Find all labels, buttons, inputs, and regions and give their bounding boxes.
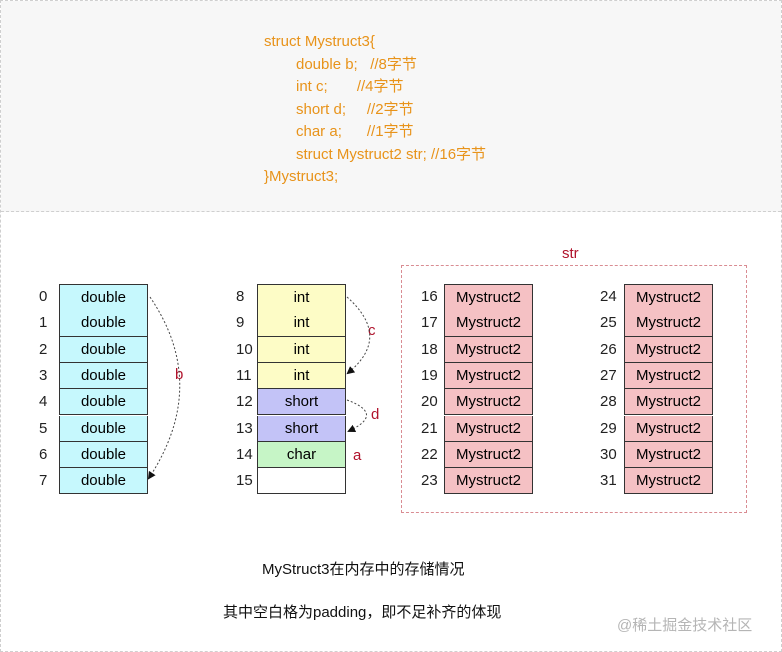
code-line: short d; //2字节 [296, 100, 414, 118]
byte-offset: 3 [39, 366, 48, 384]
memory-cell: Mystruct2 [624, 415, 713, 442]
byte-offset: 4 [39, 393, 48, 411]
memory-cell: Mystruct2 [444, 441, 533, 469]
byte-offset: 25 [600, 314, 617, 332]
byte-offset: 18 [421, 340, 438, 358]
memory-cell: Mystruct2 [444, 415, 533, 442]
code-panel: struct Mystruct3{ double b; //8字节 int c;… [1, 1, 781, 212]
code-line: struct Mystruct3{ [264, 33, 375, 50]
byte-offset: 15 [236, 472, 253, 490]
byte-offset: 24 [600, 288, 617, 305]
memory-cell: Mystruct2 [444, 389, 533, 416]
arrow-c [346, 296, 371, 375]
byte-offset: 9 [236, 314, 245, 332]
byte-offset: 31 [600, 472, 617, 490]
memory-cell: int [257, 336, 346, 363]
memory-cell: double [59, 389, 148, 416]
str-region-box [401, 265, 747, 513]
memory-cell: Mystruct2 [444, 362, 533, 390]
memory-cell: Mystruct2 [624, 310, 713, 337]
memory-cell: double [59, 441, 148, 469]
padding-cell [257, 468, 346, 495]
memory-cell: double [59, 310, 148, 337]
byte-offset: 10 [236, 340, 253, 358]
memory-cell: Mystruct2 [444, 468, 533, 495]
memory-cell: Mystruct2 [444, 310, 533, 337]
arrow-b [147, 296, 181, 480]
str-label: str [562, 245, 579, 262]
memory-cell: double [59, 362, 148, 390]
byte-offset: 30 [600, 445, 617, 463]
byte-offset: 2 [39, 340, 48, 358]
struct-code: struct Mystruct3{ double b; //8字节 int c;… [264, 31, 486, 189]
code-line: }Mystruct3; [264, 168, 339, 185]
byte-offset: 26 [600, 340, 617, 358]
byte-offset: 22 [421, 445, 438, 463]
memory-cell: int [257, 310, 346, 337]
byte-offset: 5 [39, 419, 48, 437]
byte-offset: 27 [600, 366, 617, 384]
byte-offset: 20 [421, 393, 438, 411]
byte-offset: 13 [236, 419, 253, 437]
memory-cell: Mystruct2 [624, 362, 713, 390]
byte-offset: 29 [600, 419, 617, 437]
byte-offset: 8 [236, 288, 245, 305]
label-d: d [371, 406, 380, 423]
padding-note: 其中空白格为padding，即不足补齐的体现 [223, 604, 502, 621]
byte-offset: 1 [39, 314, 48, 332]
code-line: struct Mystruct2 str; //16字节 [296, 145, 487, 163]
byte-offset: 11 [236, 366, 252, 384]
memory-cell: double [59, 415, 148, 442]
code-line: int c; //4字节 [296, 78, 404, 95]
byte-offset: 19 [421, 366, 438, 384]
memory-cell: short [257, 389, 346, 416]
byte-offset: 16 [421, 288, 438, 305]
code-line: char a; //1字节 [296, 123, 414, 140]
byte-offset: 6 [39, 445, 48, 463]
label-c: c [368, 322, 376, 339]
byte-offset: 7 [39, 472, 48, 490]
byte-offset: 12 [236, 393, 253, 411]
memory-cell: Mystruct2 [624, 336, 713, 363]
code-line: double b; //8字节 [296, 55, 417, 73]
memory-cell: double [59, 468, 148, 495]
memory-cell: Mystruct2 [624, 389, 713, 416]
watermark: @稀土掘金技术社区 [617, 617, 753, 634]
byte-offset: 0 [39, 288, 48, 305]
label-a: a [353, 447, 362, 464]
memory-cell: short [257, 415, 346, 442]
arrow-d [346, 399, 367, 433]
memory-cell: double [59, 336, 148, 363]
byte-offset: 17 [421, 314, 438, 332]
byte-offset: 21 [421, 419, 438, 437]
memory-cell: char [257, 441, 346, 469]
diagram-caption: MyStruct3在内存中的存储情况 [262, 561, 465, 578]
label-b: b [175, 366, 184, 383]
byte-offset: 28 [600, 393, 617, 411]
byte-offset: 23 [421, 472, 438, 490]
memory-cell: int [257, 362, 346, 390]
memory-cell: Mystruct2 [624, 441, 713, 469]
memory-cell: double [59, 284, 148, 312]
memory-cell: Mystruct2 [624, 468, 713, 495]
memory-cell: Mystruct2 [444, 336, 533, 363]
byte-offset: 14 [236, 445, 253, 463]
